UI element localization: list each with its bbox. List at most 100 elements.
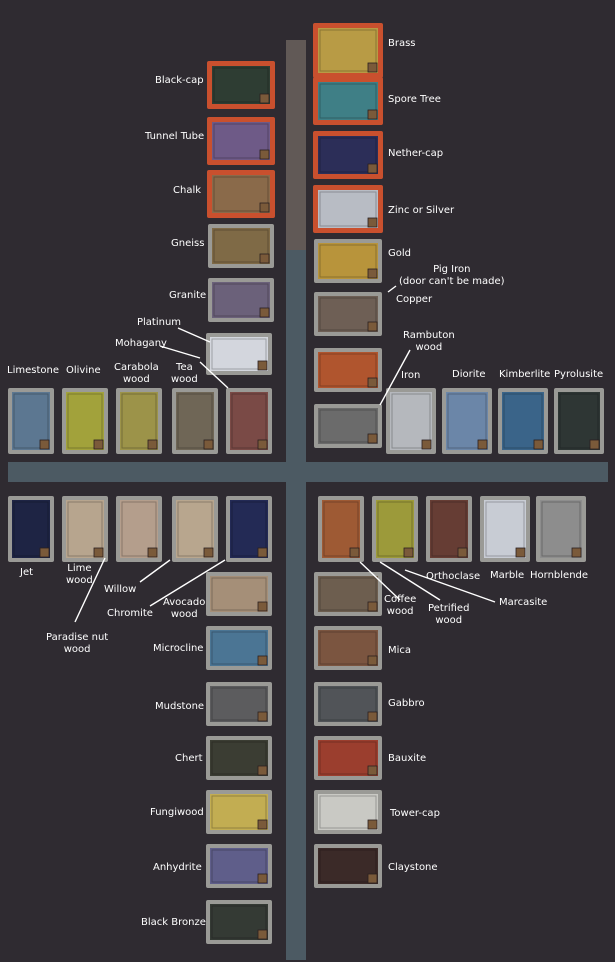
room-floor-edge	[67, 393, 103, 449]
door	[367, 163, 378, 174]
door	[259, 202, 270, 213]
room-brass	[313, 23, 383, 78]
door	[259, 149, 270, 160]
room-copper	[314, 292, 382, 336]
room-floor-edge	[319, 137, 377, 173]
label-bauxite: Bauxite	[388, 753, 427, 764]
room-chromite	[172, 496, 218, 562]
label-gabbro: Gabbro	[388, 698, 425, 709]
main-vertical-corridor	[286, 40, 306, 960]
door	[257, 547, 268, 558]
door	[349, 547, 360, 558]
room-floor-edge	[319, 297, 377, 331]
room-floor-edge	[211, 687, 267, 721]
room-floor-edge	[377, 501, 413, 557]
label-pig-iron: Pig Iron (door can't be made)	[399, 264, 505, 287]
room-floor-edge	[503, 393, 543, 449]
room-kimberlite	[498, 388, 548, 454]
room-floor-edge	[211, 795, 267, 829]
label-coffee-wood: Coffee wood	[384, 594, 417, 617]
room-coffee	[314, 572, 382, 616]
room-floor-edge	[319, 849, 377, 883]
leader-line	[379, 561, 441, 601]
room-anhydrite	[206, 844, 272, 888]
room-floor-edge	[177, 393, 213, 449]
label-jet: Jet	[20, 567, 34, 578]
room-pyrolusite	[554, 388, 604, 454]
door	[257, 929, 268, 940]
leader-line	[387, 285, 397, 293]
door	[39, 547, 50, 558]
room-floor-edge	[213, 123, 269, 159]
label-mudstone: Mudstone	[155, 701, 205, 712]
leader-line	[159, 345, 201, 359]
room-floor-edge	[67, 501, 103, 557]
room-floor-edge	[13, 501, 49, 557]
door	[257, 819, 268, 830]
room-floor-edge	[319, 244, 377, 278]
door	[367, 109, 378, 120]
room-floor-edge	[319, 191, 377, 227]
room-floor-edge	[213, 176, 269, 212]
label-rambuton-wood: Rambuton wood	[403, 330, 455, 353]
room-avocado	[226, 496, 272, 562]
door	[259, 93, 270, 104]
room-mica	[314, 626, 382, 670]
room-olivine	[62, 388, 108, 454]
room-tea	[172, 388, 218, 454]
door	[367, 655, 378, 666]
room-claystone	[314, 844, 382, 888]
room-floor-edge	[177, 501, 213, 557]
label-kimberlite: Kimberlite	[499, 369, 551, 380]
label-zinc-or-silver: Zinc or Silver	[388, 205, 455, 216]
label-brass: Brass	[388, 38, 416, 49]
room-black-cap	[207, 61, 275, 109]
label-microcline: Microcline	[153, 643, 204, 654]
door	[367, 819, 378, 830]
door	[93, 547, 104, 558]
label-hornblende: Hornblende	[530, 570, 589, 581]
room-floor-edge	[121, 393, 157, 449]
room-carabola	[116, 388, 162, 454]
room-hornblende	[426, 496, 472, 562]
room-floor-edge	[323, 501, 359, 557]
room-floor-edge	[13, 393, 49, 449]
room-fungiwood	[206, 790, 272, 834]
label-tea-wood: Tea wood	[171, 362, 198, 385]
room-limestone	[8, 388, 54, 454]
room-floor-edge	[485, 501, 525, 557]
door	[259, 307, 270, 318]
leader-line	[74, 557, 106, 623]
room-floor-edge	[431, 501, 467, 557]
room-microcline	[206, 626, 272, 670]
door	[93, 439, 104, 450]
room-floor-edge	[541, 501, 581, 557]
label-nether-cap: Nether-cap	[388, 148, 444, 159]
room-floor-edge	[319, 631, 377, 665]
label-iron: Iron	[401, 370, 421, 381]
room-pig-iron	[314, 404, 382, 448]
room-floor-edge	[121, 501, 157, 557]
room-floor-edge	[231, 501, 267, 557]
main-horizontal-corridor	[8, 462, 608, 482]
label-anhydrite: Anhydrite	[153, 862, 202, 873]
door	[367, 217, 378, 228]
door	[203, 547, 214, 558]
door	[39, 439, 50, 450]
room-floor-edge	[211, 905, 267, 939]
label-tunnel-tube: Tunnel Tube	[145, 131, 205, 142]
label-chert: Chert	[175, 753, 203, 764]
room-gold	[314, 239, 382, 283]
room-marble	[372, 496, 418, 562]
door	[147, 547, 158, 558]
room-lime	[62, 496, 108, 562]
label-black-cap: Black-cap	[155, 75, 204, 86]
room-floor-edge	[319, 577, 377, 611]
door	[367, 433, 378, 444]
leader-line	[404, 569, 496, 603]
door	[367, 765, 378, 776]
room-gneiss	[208, 224, 274, 268]
room-platinum	[206, 333, 272, 375]
label-mica: Mica	[388, 645, 412, 656]
